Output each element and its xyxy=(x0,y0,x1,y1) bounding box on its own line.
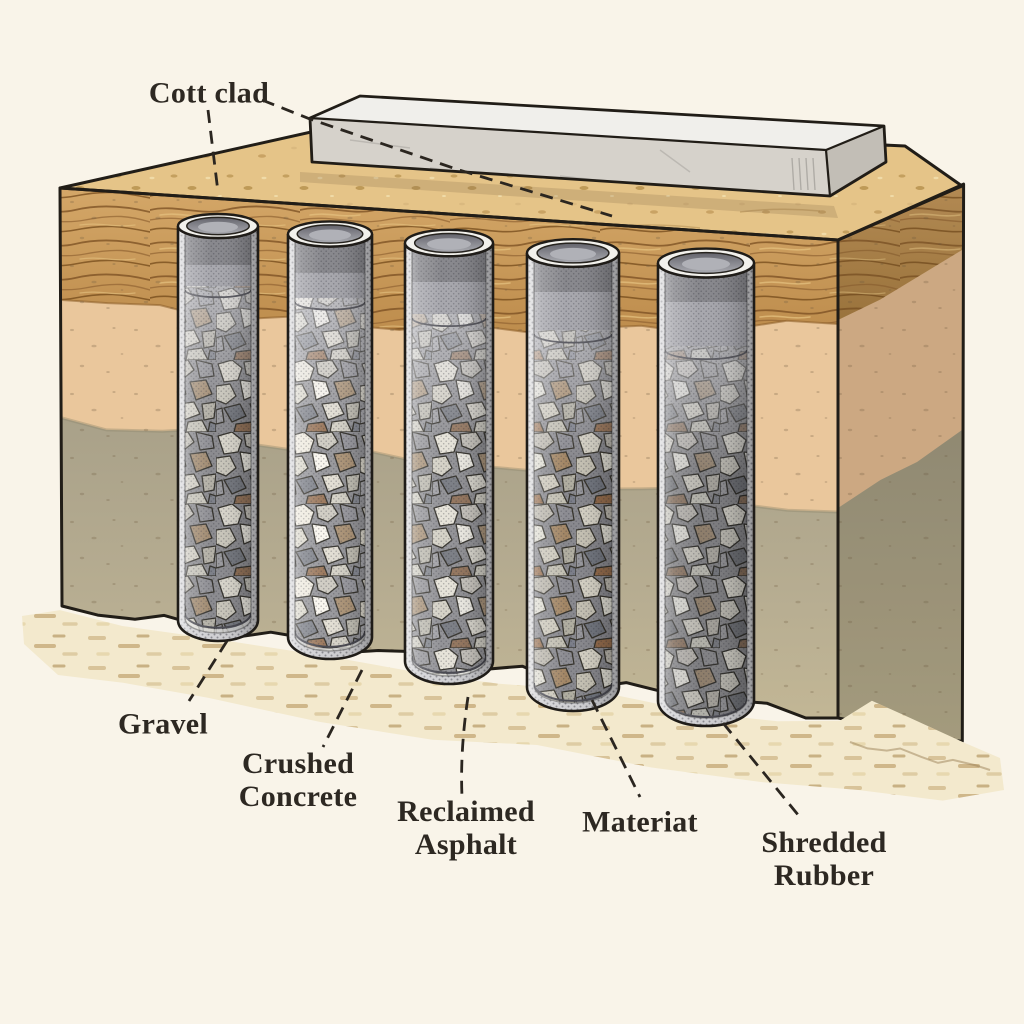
stone-column-3 xyxy=(403,228,495,686)
stone-column-4 xyxy=(525,237,621,713)
leader-cott-clad-slab xyxy=(261,98,613,218)
leader-lines xyxy=(187,98,801,817)
stone-column-1 xyxy=(176,212,260,643)
slab-shadow xyxy=(300,172,838,218)
leader-gravel xyxy=(187,640,229,702)
label-gravel: Gravel xyxy=(117,707,209,741)
leader-cott-clad-tube xyxy=(206,109,220,193)
label-reclaimed-asphalt: Reclaimed Asphalt xyxy=(397,795,535,861)
label-crushed-concrete: Crushed Concrete xyxy=(238,747,358,813)
stone-column-5 xyxy=(656,247,756,728)
slab-side-face xyxy=(826,126,886,196)
slab-front-face xyxy=(310,118,830,196)
concrete-slab xyxy=(308,94,888,198)
leader-reclaimed-asphalt xyxy=(460,696,470,798)
leader-materiat xyxy=(590,699,642,798)
label-materiat: Materiat xyxy=(582,805,698,839)
label-shredded-rubber: Shredded Rubber xyxy=(761,826,887,892)
label-cott-clad: Cott clad xyxy=(148,76,270,110)
slab-top-face xyxy=(310,96,884,150)
leader-crushed-concrete xyxy=(321,669,364,748)
stone-column-2 xyxy=(286,220,374,661)
